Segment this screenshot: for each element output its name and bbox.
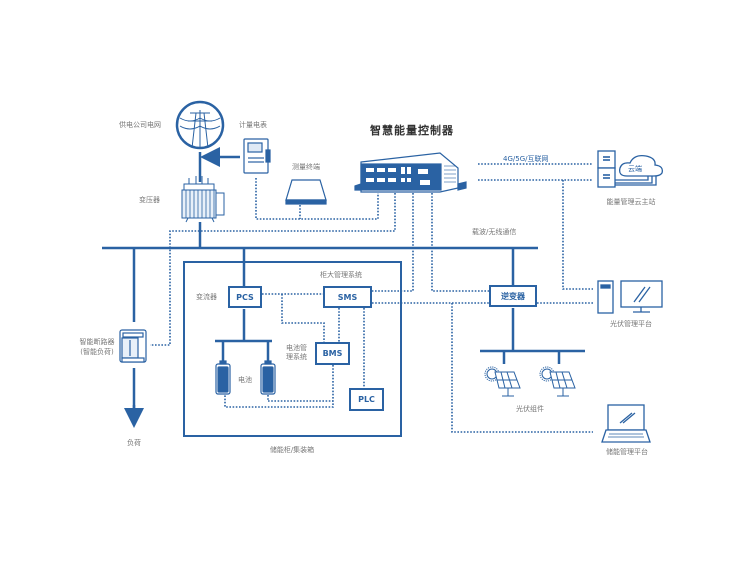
industrial-pc-icon xyxy=(354,152,467,193)
desktop-computer-icon xyxy=(597,280,663,314)
power-tower-icon xyxy=(175,100,225,150)
storage-cabinet-frame xyxy=(183,261,402,437)
controller-sms-line xyxy=(372,193,414,292)
sms-desc: 柜大管理系统 xyxy=(320,271,362,279)
communication-lines xyxy=(150,163,593,433)
inverter-box[interactable]: 逆变器 xyxy=(489,285,537,307)
meter-comm-line xyxy=(255,178,379,220)
load-label: 负荷 xyxy=(127,439,141,447)
network-label: 4G/5G/互联网 xyxy=(503,155,549,163)
bms-desc-2: 理系统 xyxy=(286,353,307,361)
cloud-station-label: 能量管理云主站 xyxy=(606,198,656,206)
breaker-label-1: 智能断路器 xyxy=(79,338,115,346)
cloud-text: 云端 xyxy=(628,165,642,173)
smart-breaker-icon xyxy=(119,329,147,363)
pcs-bms-line xyxy=(281,294,325,343)
sms-box[interactable]: SMS xyxy=(323,286,372,308)
measurement-terminal-icon xyxy=(285,179,327,205)
carrier-label: 载波/无线通信 xyxy=(472,228,517,236)
pv-platform-label: 光伏管理平台 xyxy=(610,320,652,328)
transformer-label: 变压器 xyxy=(139,196,160,204)
laptop-icon xyxy=(601,404,651,443)
meter-label: 计量电表 xyxy=(239,121,267,129)
pcs-desc: 变流器 xyxy=(196,293,217,301)
storage-cabinet-label: 储能柜/集装箱 xyxy=(269,446,315,454)
bms-box[interactable]: BMS xyxy=(315,342,350,365)
measure-terminal-label: 测量终端 xyxy=(292,163,320,171)
controller-title: 智慧能量控制器 xyxy=(370,124,454,137)
battery-icon xyxy=(260,360,276,395)
power-lines xyxy=(102,152,585,410)
battery-icon xyxy=(215,360,231,395)
pv-platform-comm-line xyxy=(562,180,593,290)
pcs-box[interactable]: PCS xyxy=(228,286,262,308)
storage-platform-label: 储能管理平台 xyxy=(606,448,648,456)
electric-meter-icon xyxy=(243,138,271,174)
pv-modules-label: 光伏组件 xyxy=(516,405,544,413)
bms-battery-line xyxy=(224,365,334,408)
solar-panel-icon xyxy=(484,366,521,397)
storage-platform-comm-line xyxy=(451,303,593,433)
solar-panel-icon xyxy=(539,366,576,397)
breaker-label-2: (智能负荷) xyxy=(80,348,114,356)
grid-label: 供电公司电网 xyxy=(119,121,161,129)
controller-inverter-line xyxy=(431,193,489,292)
breaker-comm-line xyxy=(150,193,396,346)
bms-desc-1: 电池管 xyxy=(286,344,307,352)
plc-box[interactable]: PLC xyxy=(349,388,384,411)
battery-label: 电池 xyxy=(238,376,252,384)
transformer-icon xyxy=(181,176,225,223)
cloud-server-icon xyxy=(597,150,663,188)
